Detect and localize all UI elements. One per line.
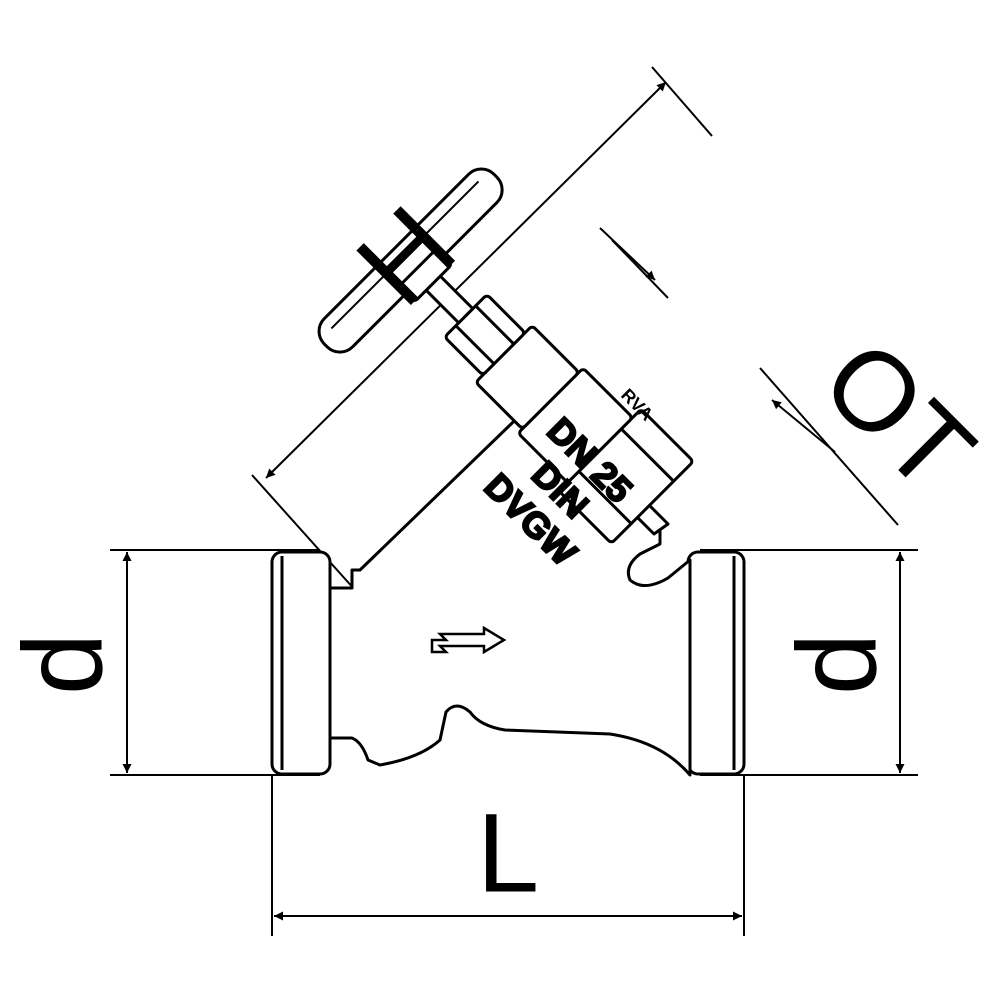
ext-line-height-top [651, 66, 713, 137]
handwheel-rim-line [330, 180, 480, 330]
flow-direction-arrow [430, 625, 507, 655]
dimension-lines [122, 81, 905, 921]
ext-line-ot-top [611, 239, 669, 299]
right-end-connection [686, 550, 746, 776]
bonnet-assembly [317, 167, 694, 544]
diameter-label-left: d [1, 633, 126, 695]
diameter-label-right: d [775, 633, 900, 695]
dim-line-height [265, 81, 667, 479]
handwheel-hub [398, 248, 453, 303]
length-label: L [477, 791, 539, 916]
ot-label: OT [799, 317, 997, 515]
dim-line-ot-arrow-bottom [771, 399, 836, 453]
ext-line-height-bottom [251, 474, 356, 591]
dim-line-ot-arrow-top [599, 227, 656, 281]
flow-arrow-icon [430, 625, 507, 655]
